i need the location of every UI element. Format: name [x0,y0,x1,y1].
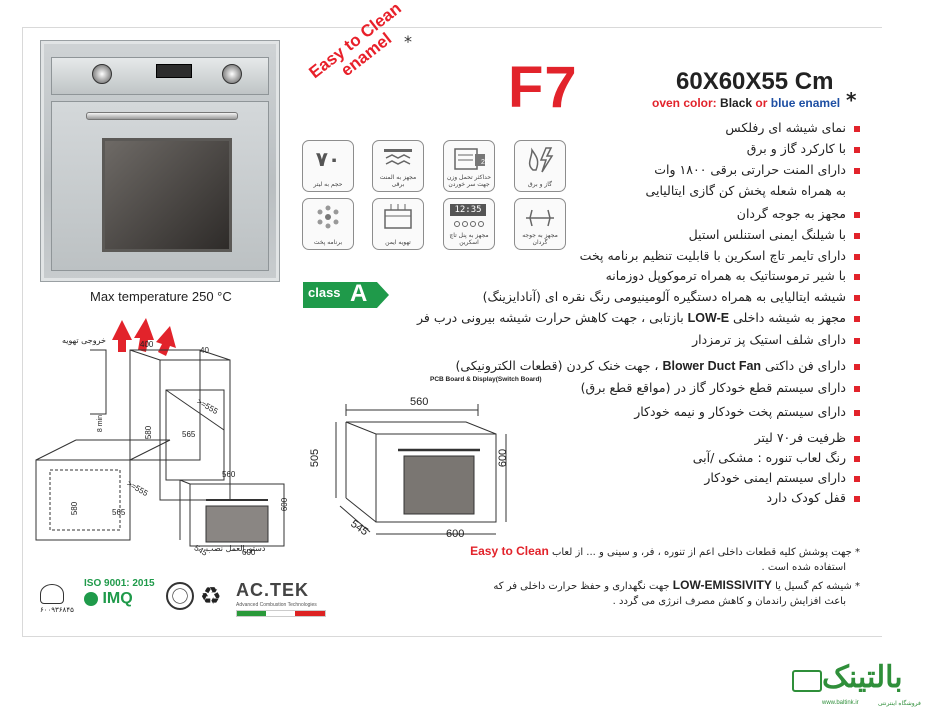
dim-8min: 8 min [97,414,105,433]
door-handle [86,112,238,120]
feature-item: با شیلنگ ایمنی استنلس استیل [689,227,860,242]
easy-to-clean-badge: Easy to Clean enamel [305,0,405,83]
pcb-label: PCB Board & Display(Switch Board) [430,376,542,383]
cert-seal-icon [166,582,194,610]
feature-item: رنگ لعاب تنوره : مشکی /آبی [693,450,860,465]
feature-item: با کارکرد گاز و برق [747,141,860,156]
dim-s600w: 600 [242,548,256,557]
volume-70-icon: ۷۰ حجم به لیتر [302,140,354,192]
oven-door [51,101,269,271]
gas-electric-icon: گاز و برق [514,140,566,192]
dim-565-lower: 565 [112,508,126,517]
model-name: F7 [508,55,578,120]
cooking-programs-icon: برنامه پخت [302,198,354,250]
note-item: استفاده شده است . [761,562,846,573]
feature-item: مجهز به جوجه گردان [737,206,860,221]
energy-class-grade: A [350,280,368,307]
color-star: * [846,88,857,112]
feature-item: با شیر ترموستاتیک به همراه ترموکوپل دوزم… [606,268,860,283]
dimensions: 60X60X55 Cm [676,68,834,95]
feature-item: دارای تایمر تاچ اسکرین با قابلیت تنظیم ب… [580,248,860,263]
exhaust-arrows-icon [112,318,176,356]
dim-s560: 560 [222,470,236,479]
dim-b600: 600 [497,448,510,468]
knob-icon [222,64,242,84]
feature-item: به همراه شعله پخش کن گازی ایتالیایی [645,183,846,198]
note-item: * جهت پوشش کلیه قطعات داخلی اعم از تنوره… [470,544,860,558]
ventilation-icon: تهویه ایمن [372,198,424,250]
left-rule [22,27,23,637]
feature-item: دارای سیستم پخت خودکار و نیمه خودکار [634,404,860,419]
dim-b505: 505 [309,448,322,468]
max-temperature: Max temperature 250 °C [90,289,232,304]
note-item: * شیشه کم گسیل یا LOW-EMISSIVITY جهت نگه… [493,578,860,592]
actek-logo: AC.TEK Advanced Combustion Technologies [236,580,326,617]
national-standard-logo: ۶۰۰۹۳۶۸۴۵ [40,584,74,614]
dim-b600w: 600 [446,528,465,540]
energy-class-label: class [308,285,341,300]
display-icon [156,64,192,78]
weight-capacity-icon: 20 حداکثر تحمل وزن جهت سر خوردن [443,140,495,192]
dim-400: 400 [140,340,154,349]
electric-element-icon: مجهز به المنت برقی [372,140,424,192]
oven-photo [40,40,280,282]
dim-580-lower: 580 [70,501,80,516]
recycle-icon: ♻ [200,583,222,610]
dim-s600: 600 [280,497,290,512]
energy-class-badge [303,282,389,308]
feature-item: دارای فن داکتی Blower Duct Fan ، جهت خنک… [455,358,860,373]
rotisserie-icon: مجهز به جوجه گردان [514,198,566,250]
dim-565-upper: 565 [182,430,196,439]
cart-icon [792,670,822,692]
built-in-dimension-drawing [335,404,507,535]
easy-star: * [404,32,412,51]
dim-40: 40 [200,346,209,355]
install-label: دستورالعمل نصب [206,544,266,553]
bottom-rule [22,636,882,637]
feature-item: دارای سیستم قطع خودکار گاز در (مواقع قطع… [581,380,860,395]
feature-item: شیشه ایتالیایی به همراه دستگیره آلومینیو… [483,289,860,304]
door-glass [102,138,232,252]
installation-diagram [35,318,285,547]
knob-icon [92,64,112,84]
iso-certification: ISO 9001: 2015 IMQ [84,578,155,607]
feature-item: مجهز به شیشه داخلی LOW-E بازتابی ، جهت ک… [417,310,860,325]
feature-item: دارای سیستم ایمنی خودکار [704,470,860,485]
oven-color: oven color: Black or blue enamel [652,96,841,110]
exhaust-label: خروجی تهویه [62,336,106,345]
feature-item: ظرفیت فر۷۰ لیتر [755,430,860,445]
feature-item: دارای شلف استیک پز ترمزدار [692,332,860,347]
touch-timer-icon: 12:35 مجهز به پنل تاچ اسکرین [443,198,495,250]
feature-item: قفل کودک دارد [766,490,860,505]
control-panel [51,57,269,95]
dim-580-upper: 580 [144,425,154,440]
feature-item: نمای شیشه ای رفلکس [725,120,860,135]
dim-b560: 560 [410,396,429,408]
feature-item: دارای المنت حرارتی برقی ۱۸۰۰ وات [654,162,860,177]
note-item: باعث افزایش راندمان و کاهش مصرف انرژی می… [612,596,846,607]
top-rule [22,27,882,28]
